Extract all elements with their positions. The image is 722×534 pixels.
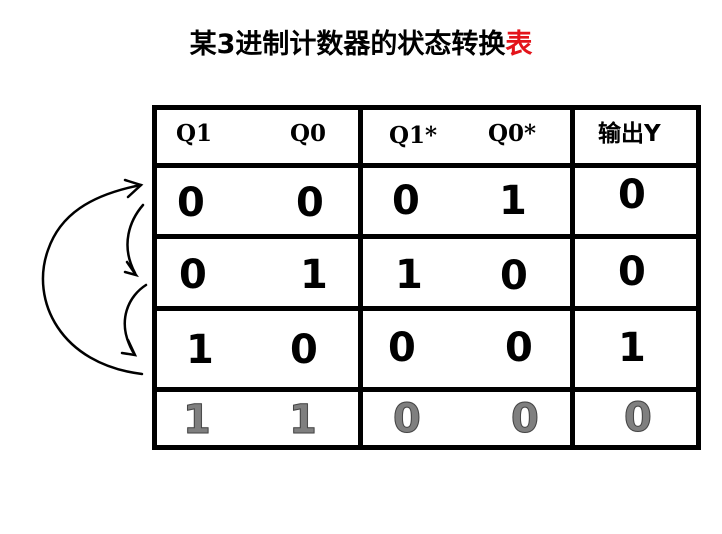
header-q1-next: Q1* [389, 122, 438, 149]
header-q1: Q1 [176, 120, 213, 147]
row4-output: 0 [624, 395, 653, 441]
arrowhead-10-to-00-icon [123, 178, 144, 199]
table-divider-next-output [570, 105, 575, 450]
table-border-bottom [152, 445, 700, 450]
row2-q0-next: 0 [500, 253, 528, 299]
row4-q0-next: 0 [511, 396, 540, 442]
title-main: 某3进制计数器的状态转换 [189, 29, 506, 60]
table-border-left [152, 105, 157, 450]
row1-q0: 0 [296, 180, 324, 226]
arrow-10-to-00 [41, 183, 144, 376]
arrowhead-01-to-10-icon [120, 338, 138, 357]
row3-q0-next: 0 [505, 325, 533, 371]
header-q0: Q0 [290, 120, 327, 147]
arrow-00-to-01 [126, 203, 145, 275]
table-divider-row2 [152, 306, 700, 311]
row3-q1-next: 0 [388, 325, 416, 371]
row3-q1: 1 [186, 327, 214, 373]
row3-q0: 0 [290, 327, 318, 373]
row1-output: 0 [618, 172, 646, 218]
row4-q1-next: 0 [393, 396, 422, 442]
row2-q1-next: 1 [395, 252, 423, 298]
table-divider-row3 [152, 387, 700, 392]
header-q0-next: Q0* [488, 120, 537, 147]
row2-q1: 0 [179, 252, 207, 298]
row4-q0: 1 [289, 397, 318, 443]
table-border-top [152, 105, 700, 110]
header-output-y: 输出Y [598, 121, 661, 147]
arrowhead-00-to-01-icon [123, 260, 139, 278]
row1-q0-next: 1 [499, 178, 527, 224]
title-highlight: 表 [505, 29, 533, 60]
table-border-right [696, 105, 701, 450]
table-divider-current-next [358, 105, 363, 450]
row2-q0: 1 [300, 252, 328, 298]
table-divider-row1 [152, 234, 700, 239]
row4-q1: 1 [183, 397, 212, 443]
row2-output: 0 [618, 249, 646, 295]
table-divider-header [152, 163, 700, 168]
diagram-title: 某3进制计数器的状态转换表 [0, 22, 722, 61]
row1-q1-next: 0 [392, 178, 420, 224]
row3-output: 1 [618, 325, 646, 371]
row1-q1: 0 [177, 180, 205, 226]
